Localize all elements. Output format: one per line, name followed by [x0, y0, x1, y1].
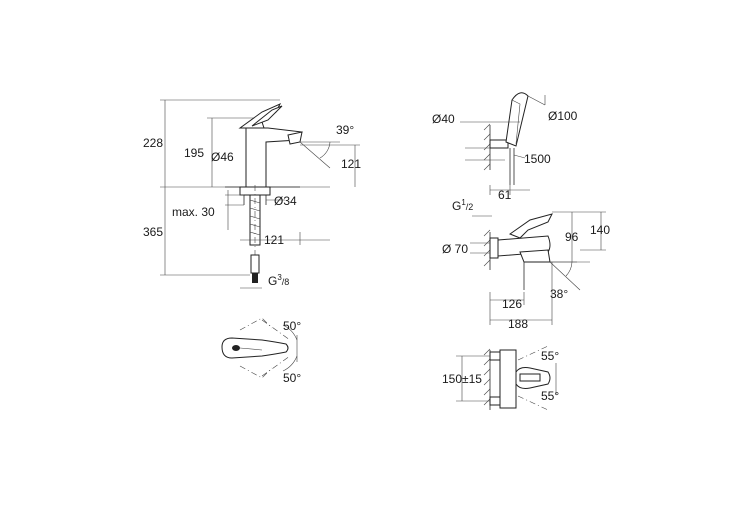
dim-hose-length: 1500	[524, 152, 551, 166]
dim-reach-total: 188	[508, 317, 528, 331]
dim-centers: 150±15	[442, 372, 482, 386]
dim-rosette-diameter: Ø 70	[442, 242, 468, 256]
dim-top-angle-lower: 50°	[283, 371, 301, 385]
bath-mixer-side-view	[470, 211, 606, 325]
dim-height-outer: 140	[590, 223, 610, 237]
dim-angle-spout: 39°	[336, 123, 354, 137]
bath-mixer-top-view	[456, 345, 557, 411]
shower-set	[460, 92, 546, 195]
basin-mixer-top-view	[221, 317, 298, 379]
dim-body-diameter: Ø46	[211, 150, 234, 164]
dim-bath-thread: G1/2	[452, 198, 473, 213]
dim-thread: G3/8	[268, 273, 289, 288]
dim-below-counter: 365	[143, 225, 163, 239]
dim-holder-diameter: Ø40	[432, 112, 455, 126]
dim-max-thickness: max. 30	[172, 205, 215, 219]
dim-bath-top-angle-lower: 55°	[541, 389, 559, 403]
dim-base-diameter: Ø34	[274, 194, 297, 208]
dim-height-total: 228	[143, 136, 163, 150]
basin-mixer-side-view	[160, 99, 360, 289]
dim-bath-angle-spout: 38°	[550, 287, 568, 301]
dim-reach-spout: 126	[502, 297, 522, 311]
dim-height-inner: 96	[565, 230, 579, 244]
dim-head-diameter: Ø100	[548, 109, 578, 123]
dim-spout-clearance: 121	[341, 157, 361, 171]
dim-wall-distance: 61	[498, 188, 512, 202]
dim-height-spout: 195	[184, 146, 204, 160]
dim-reach: 121	[264, 233, 284, 247]
dim-bath-top-angle-upper: 55°	[541, 349, 559, 363]
dim-top-angle-upper: 50°	[283, 319, 301, 333]
